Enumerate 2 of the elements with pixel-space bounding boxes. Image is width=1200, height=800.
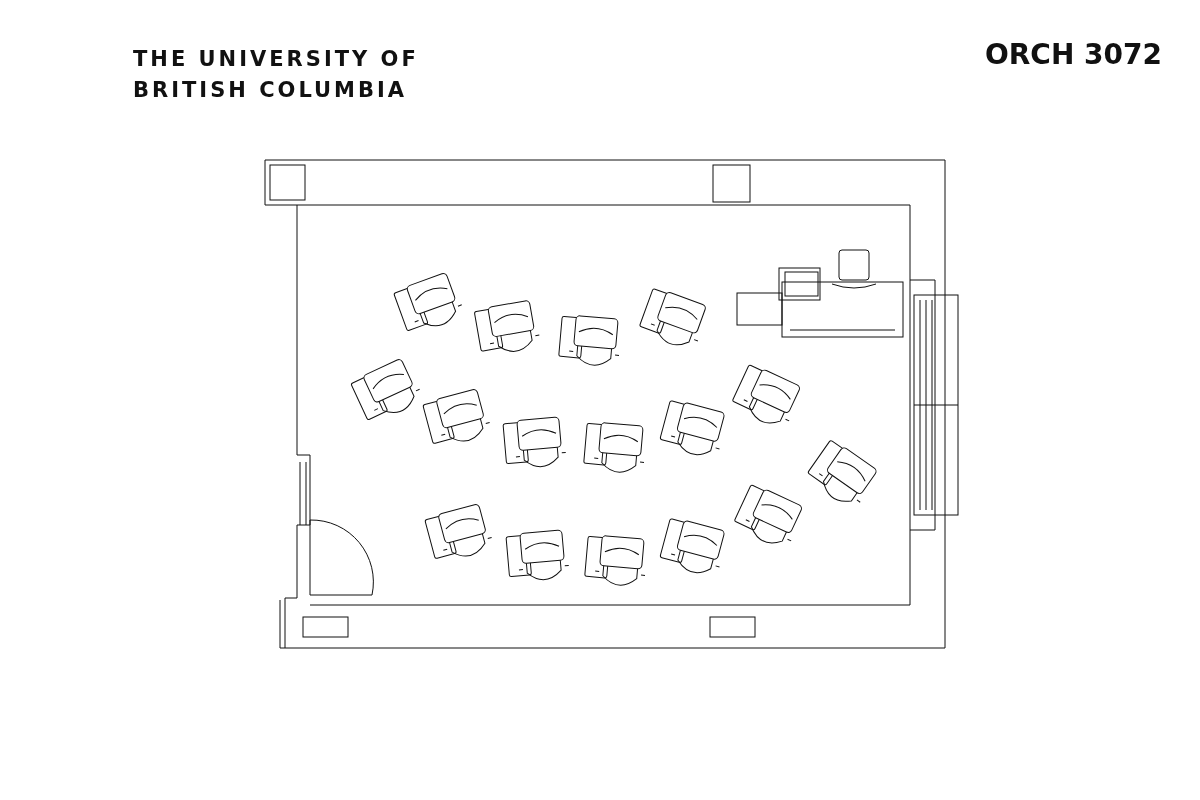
room-title: ORCH 3072 [984,38,1162,71]
university-name: THE UNIVERSITY OF BRITISH COLUMBIA [133,46,420,104]
